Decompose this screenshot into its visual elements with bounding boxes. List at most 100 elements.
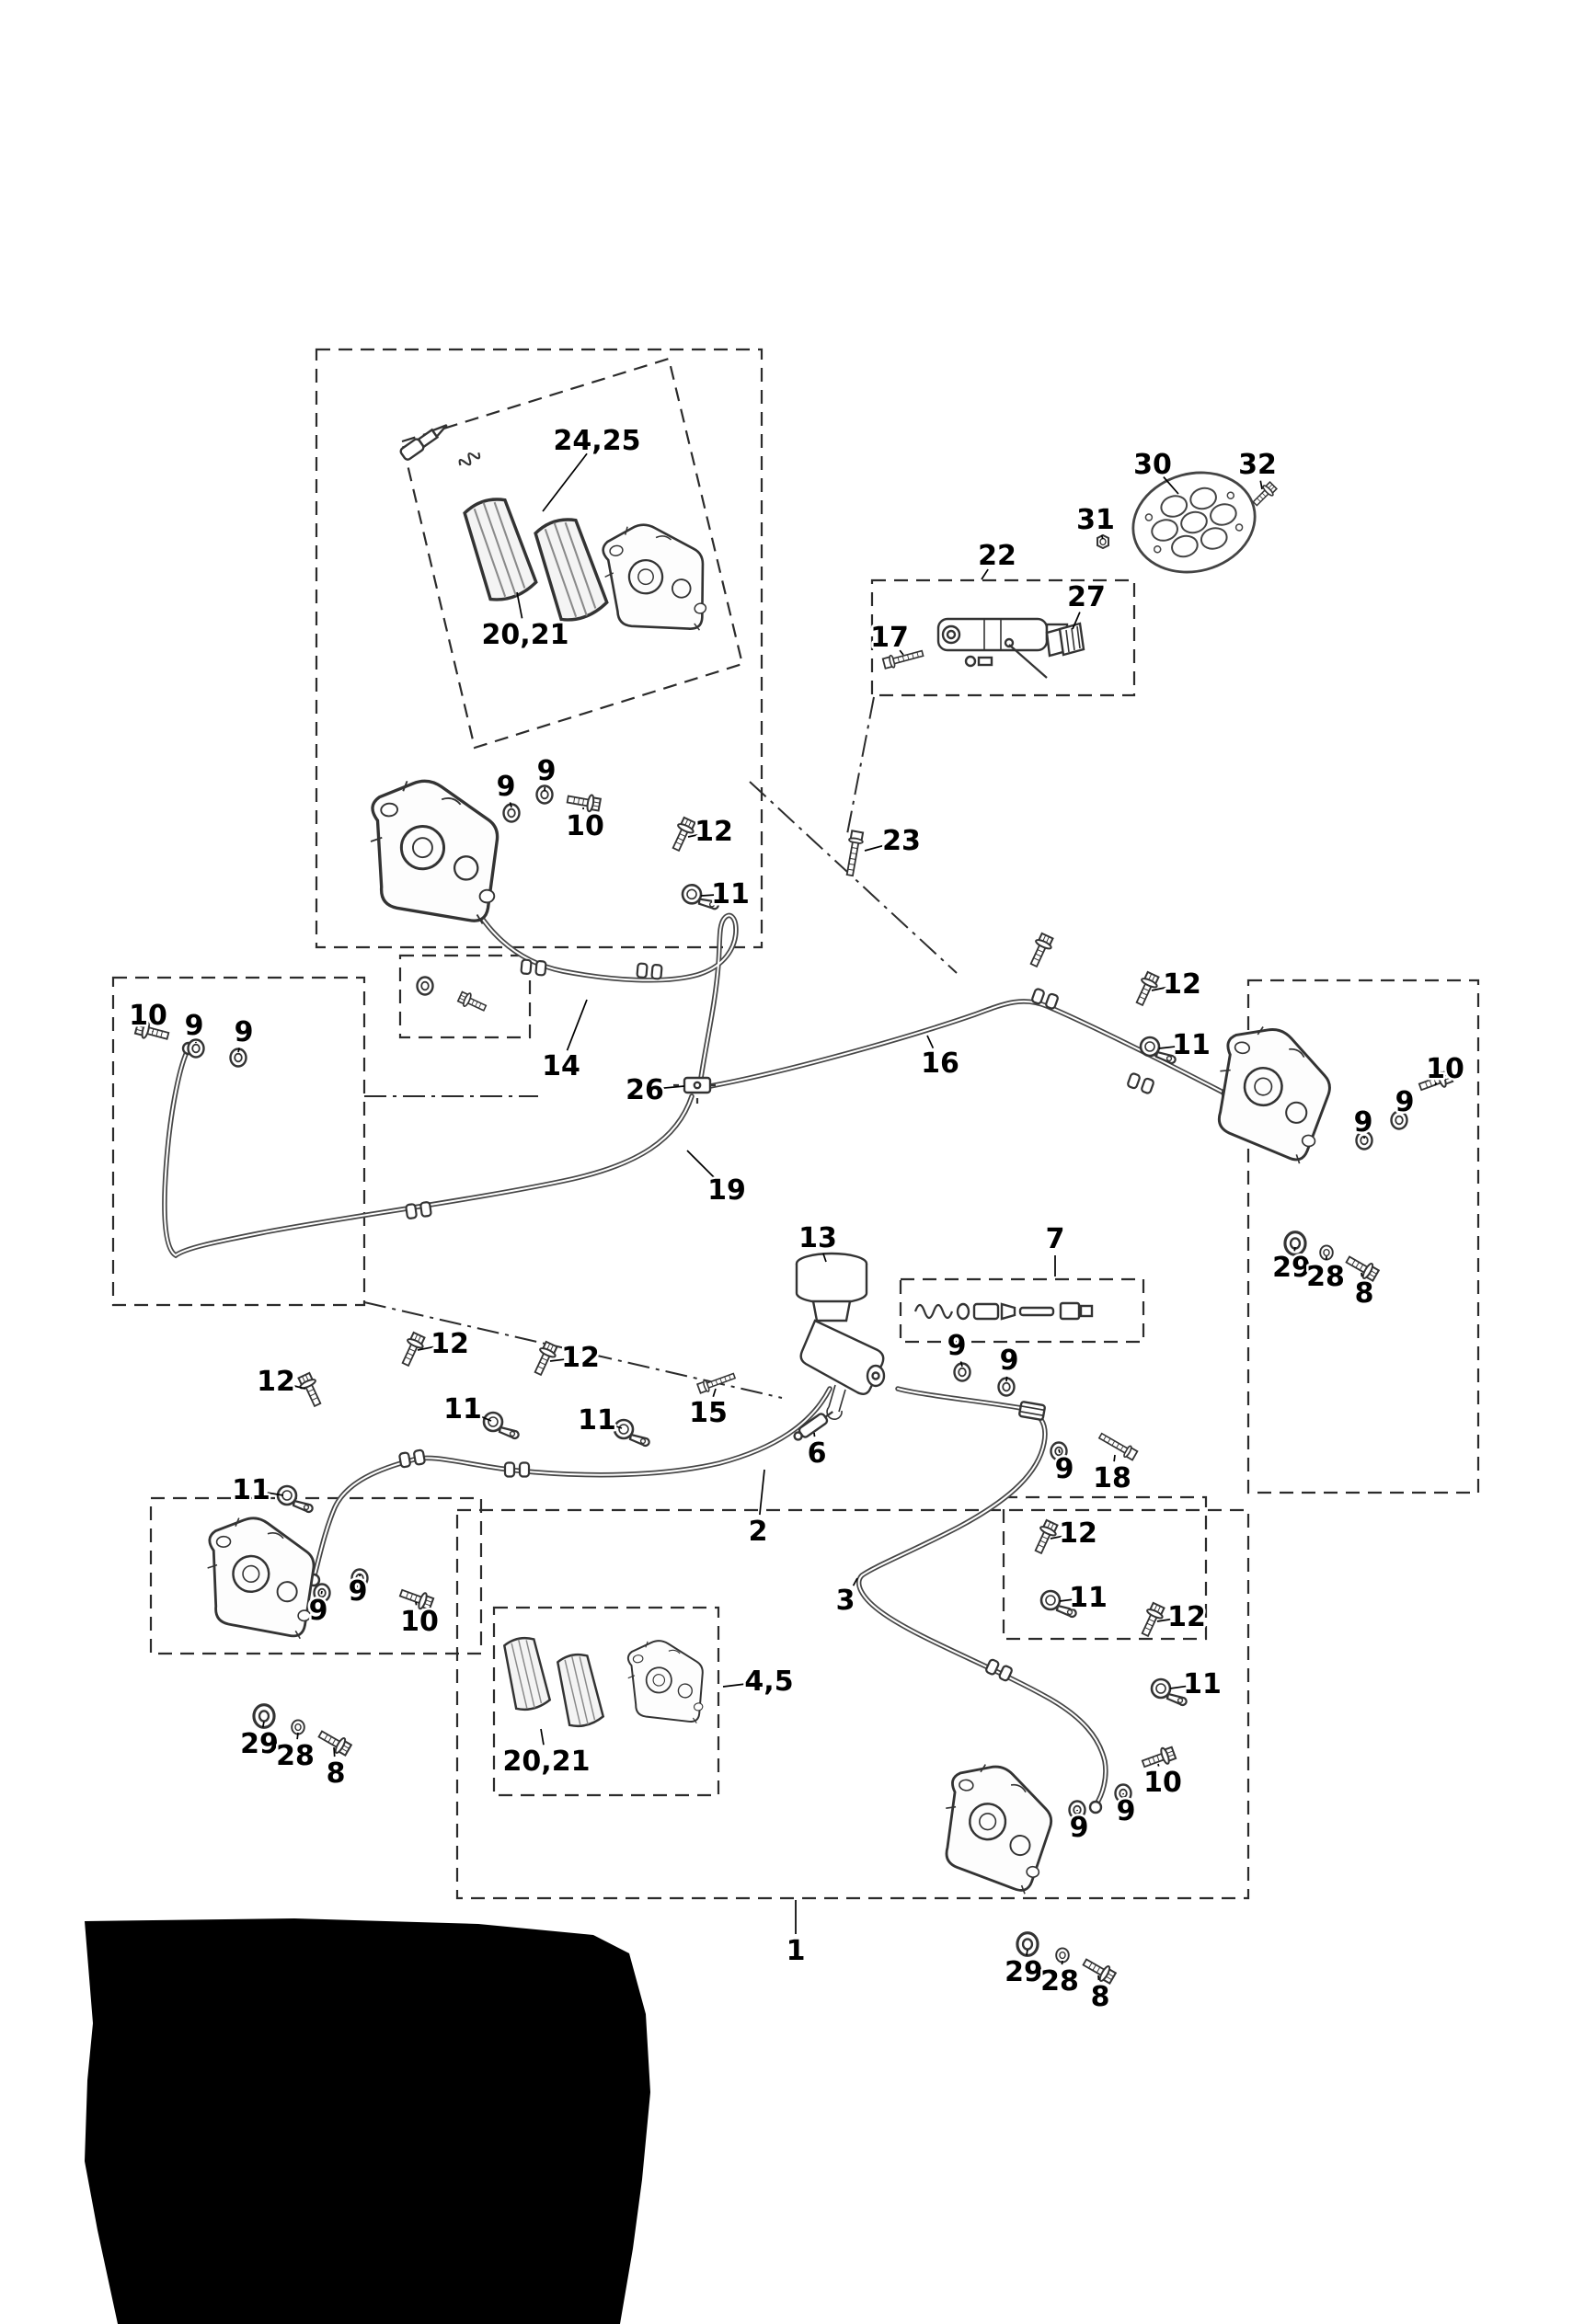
detail-box-front-caliper-assembly [315, 348, 764, 949]
leader-line [926, 1035, 935, 1049]
leader-line [687, 833, 698, 838]
part-label-4-5: 4,5 [744, 1666, 793, 1698]
leader-line [1058, 1448, 1061, 1453]
part-label-10: 10 [129, 1000, 167, 1032]
leader-line [1113, 1454, 1116, 1462]
leader-line [822, 1253, 827, 1263]
phantom-line [749, 781, 958, 974]
part-label-26: 26 [626, 1074, 664, 1106]
leader-line [237, 1048, 241, 1053]
brake-disc [1131, 471, 1257, 574]
part-label-28: 28 [276, 1740, 315, 1772]
washer [416, 976, 434, 996]
part-label-12: 12 [1167, 1601, 1206, 1633]
part-label-9: 9 [1117, 1795, 1136, 1827]
part-label-29: 29 [1005, 1956, 1043, 1988]
hose-core [163, 1048, 693, 1257]
leader-line [542, 452, 588, 512]
banjo-bolts-10 [133, 790, 1454, 1773]
clamp-11 [613, 1418, 650, 1448]
bolt-12 [1025, 931, 1056, 970]
leader-line [477, 1414, 492, 1422]
leader-line [1361, 1272, 1363, 1277]
bolt-15 [695, 1369, 738, 1395]
leader-line [686, 1150, 716, 1179]
part-27-pads [1045, 622, 1085, 658]
bolt-12 [529, 1339, 560, 1379]
leader-line [540, 1728, 545, 1746]
leader-line [267, 1492, 284, 1496]
part-label-9: 9 [537, 755, 557, 787]
part-label-24-25: 24,25 [554, 425, 641, 457]
part-label-11: 11 [1069, 1582, 1108, 1614]
grommet [636, 962, 663, 980]
caliper-bottom-right [936, 1759, 1058, 1897]
redacted-region [85, 1918, 650, 2324]
part-label-9: 9 [1070, 1812, 1089, 1844]
part-label-28: 28 [1306, 1261, 1345, 1293]
leader-line [1050, 1535, 1062, 1540]
leader-line [864, 843, 886, 852]
hose-grommets [397, 958, 1155, 1683]
part-label-23: 23 [882, 825, 921, 857]
leader-line [261, 1721, 265, 1728]
leader-line [959, 1361, 963, 1368]
pad-pin [399, 424, 448, 461]
hose-core [459, 875, 738, 1079]
leader-line [549, 1358, 565, 1362]
part-6-joint [793, 1411, 833, 1441]
leader-line [1072, 612, 1081, 630]
bolt-12 [295, 1370, 327, 1410]
part-label-10: 10 [566, 810, 604, 842]
detail-box-master-cylinder-22 [870, 578, 1136, 697]
repair-kit-7 [913, 1301, 1094, 1321]
part-label-16: 16 [921, 1048, 959, 1080]
part-label-12: 12 [1163, 968, 1201, 1001]
part-label-20-21: 20,21 [503, 1746, 591, 1778]
hose-junction-26 [673, 1076, 716, 1104]
detail-boxes [111, 348, 1480, 1900]
leader-line [333, 1746, 336, 1757]
leader-line [722, 1682, 753, 1688]
detail-box-pads-4-5 [492, 1606, 720, 1797]
leader-line [1151, 986, 1166, 991]
hose-core [709, 1000, 1224, 1093]
caliper-right [1207, 1020, 1338, 1168]
leader-line [1157, 1763, 1160, 1767]
part-label-10: 10 [1426, 1053, 1464, 1085]
leader-line [899, 649, 904, 656]
part-label-1: 1 [787, 1935, 806, 1967]
grommet [1126, 1071, 1155, 1095]
phantom-line [845, 696, 875, 840]
leader-line [292, 1384, 306, 1390]
washer-28 [1055, 1947, 1070, 1963]
detail-box-pads-24-25 [400, 357, 744, 750]
part-label-31: 31 [1076, 504, 1115, 536]
brake-pad [500, 1633, 553, 1713]
part-label-11: 11 [232, 1474, 270, 1506]
front-master-cylinder-assembly [936, 617, 1077, 679]
part-label-9: 9 [497, 771, 516, 803]
part-label-27: 27 [1067, 581, 1106, 613]
caliper-bottom-left [202, 1511, 320, 1646]
leader-line [1059, 1598, 1073, 1602]
flange-bolts-12 [295, 815, 1167, 1640]
part-label-9: 9 [349, 1575, 368, 1608]
pipe-union [1018, 1401, 1046, 1421]
detail-box-clamp-hardware [1002, 1495, 1208, 1641]
part-label-17: 17 [870, 622, 909, 654]
part-label-9: 9 [1055, 1453, 1074, 1485]
leader-line [1163, 475, 1179, 495]
leader-line [1026, 1949, 1028, 1956]
washer-28 [291, 1719, 305, 1735]
leader-line [712, 1388, 717, 1398]
detail-box-bottom-left-caliper [149, 1496, 483, 1655]
leader-line [320, 1590, 323, 1595]
pad-spring [458, 452, 481, 466]
part-label-8: 8 [327, 1757, 346, 1790]
bolt-32 [1249, 479, 1280, 509]
part-label-11: 11 [443, 1393, 482, 1425]
part-label-9: 9 [235, 1016, 254, 1048]
